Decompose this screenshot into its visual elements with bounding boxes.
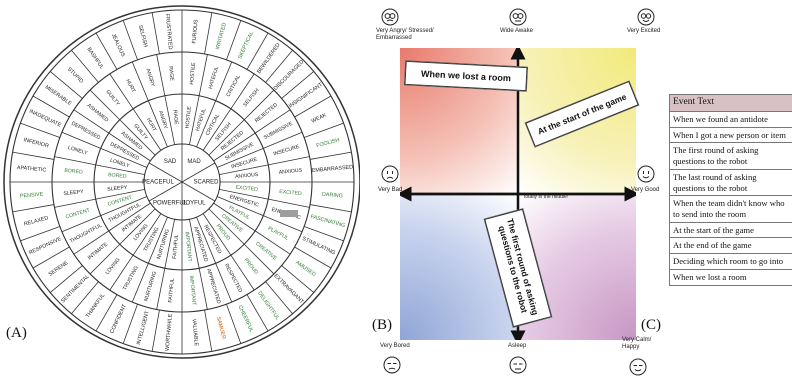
table-cell: At the start of the game — [670, 222, 792, 238]
table-row[interactable]: Deciding which room to go into — [670, 254, 792, 270]
table-row[interactable]: At the end of the game — [670, 238, 792, 254]
table-cell: The last round of asking questions to th… — [670, 169, 792, 195]
table-row[interactable]: When the team didn't know who to send in… — [670, 196, 792, 222]
table-cell: Deciding which room to go into — [670, 254, 792, 270]
very-angry-label: Very Angry/ Stressed/ Embarrassed — [376, 28, 446, 41]
table-cell: When we lost a room — [670, 269, 792, 285]
very-bored-face — [383, 356, 401, 374]
feeling-wheel: MADSCAREDJOYFULPOWERFULPEACEFULSADHOSTIL… — [0, 0, 360, 379]
very-bad-face — [381, 165, 399, 183]
asleep-face — [509, 356, 527, 374]
wheel-core-label: POWERFUL — [153, 200, 188, 206]
wheel-core-label: SCARED — [193, 180, 219, 186]
table-cell: The first round of asking questions to t… — [670, 143, 792, 169]
table-cell: At the end of the game — [670, 238, 792, 254]
gray-marker — [280, 210, 298, 217]
wheel-core-label: SAD — [164, 159, 177, 165]
table-cell: When we found an antidote — [670, 111, 792, 127]
table-row[interactable]: When we lost a room — [670, 269, 792, 285]
mood-grid: totally in the middle! When we lost a ro… — [400, 48, 636, 340]
wheel-core-label: MAD — [187, 159, 201, 165]
very-angry-face — [381, 8, 399, 26]
table-row[interactable]: When I got a new person or item — [670, 127, 792, 143]
very-good-label: Very Good — [631, 187, 659, 194]
very-calm-face — [629, 358, 647, 376]
very-excited-face — [637, 8, 655, 26]
table-cell: When the team didn't know who to send in… — [670, 196, 792, 222]
middle-label: totally in the middle! — [524, 195, 568, 201]
panel-label-a: (A) — [6, 325, 27, 342]
table-row[interactable]: At the start of the game — [670, 222, 792, 238]
wheel-core-label: PEACEFUL — [142, 180, 174, 186]
table-row[interactable]: The last round of asking questions to th… — [670, 169, 792, 195]
event-table: Event Text When we found an antidote Whe… — [669, 94, 792, 286]
panel-label-b: (B) — [372, 317, 392, 334]
very-bored-label: Very Bored — [380, 343, 410, 350]
very-calm-label: Very Calm/ Happy — [622, 337, 662, 350]
table-row[interactable]: When we found an antidote — [670, 111, 792, 127]
very-bad-label: Very Bad — [378, 187, 402, 194]
table-cell: When I got a new person or item — [670, 127, 792, 143]
wide-awake-face — [509, 8, 527, 26]
panel-label-c: (C) — [641, 317, 661, 334]
table-row[interactable]: The first round of asking questions to t… — [670, 143, 792, 169]
asleep-label: Asleep — [508, 343, 526, 350]
wide-awake-label: Wide Awake — [500, 28, 533, 35]
table-header: Event Text — [670, 95, 792, 112]
very-good-face — [637, 165, 655, 183]
very-excited-label: Very Excited — [627, 28, 660, 35]
